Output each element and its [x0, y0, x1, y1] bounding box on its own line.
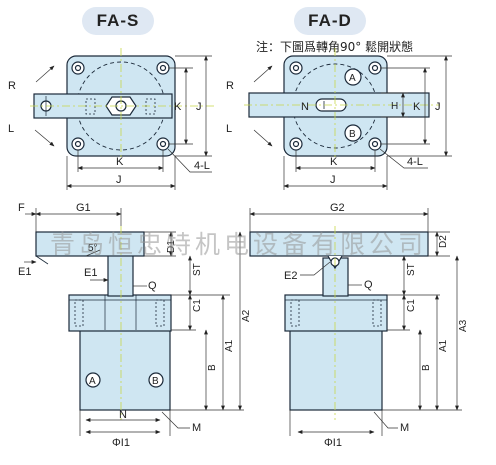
label-a1: A1: [438, 339, 449, 352]
fa-s-clamp-arm: [33, 93, 173, 119]
fa-d-mount-hole-br: [368, 137, 382, 151]
label-e2: E2: [284, 270, 297, 282]
fa-s-rotate-l-arrow: [34, 129, 55, 147]
label-f: F: [18, 202, 25, 214]
fa-s-side-dimensions: [24, 208, 244, 436]
label-port-a: A: [89, 376, 96, 387]
fa-d-mount-hole-tl: [289, 61, 303, 75]
watermark-text: 青岛恒忠特机电设备有限公司: [50, 230, 428, 259]
label-j-right: J: [196, 101, 202, 113]
fa-s-m-leader: [161, 411, 190, 429]
fa-d-port-a: [344, 68, 362, 86]
label-q: Q: [148, 280, 157, 292]
label-phi-i1: ΦI1: [324, 437, 342, 449]
fa-d-top-view: [248, 55, 430, 157]
label-a2: A2: [241, 309, 252, 322]
fa-s-mount-hole-tl: [71, 61, 85, 75]
title-fa-s: FA-S: [82, 7, 154, 35]
label-m: M: [400, 422, 409, 434]
fa-s-cylinder-body: [79, 329, 171, 411]
label-l: L: [8, 123, 14, 135]
fa-s-mount-hole-bl: [71, 137, 85, 151]
label-g1: G1: [76, 202, 91, 214]
fa-s-side-labels: F G1 D1 5° E1 E1 Q ST C1 B A1 A2 A B N Φ…: [18, 202, 252, 449]
fa-d-centerlines: [244, 48, 440, 160]
label-d2: D2: [438, 235, 449, 248]
label-k-right: K: [413, 101, 421, 113]
fa-s-top-labels: R L K J K J 4-L: [8, 80, 210, 186]
label-a3: A3: [458, 319, 469, 332]
fa-s-clamp-arm-side: [35, 231, 145, 257]
label-4-l: 4-L: [194, 160, 210, 172]
fa-d-4l-leader: [379, 148, 428, 169]
label-m: M: [192, 422, 201, 434]
label-l: L: [226, 123, 232, 135]
label-port-b: B: [152, 376, 159, 387]
fa-s-top-dimensions: [34, 55, 212, 190]
label-4-l: 4-L: [407, 156, 423, 168]
fa-d-e2-leader: [300, 261, 331, 276]
note-text: 注：下圖爲轉角90° 鬆開狀態: [256, 40, 414, 54]
fa-d-flange-block: [284, 294, 388, 332]
fa-s-4l-leader: [167, 148, 212, 173]
fa-s-mount-hole-br: [156, 137, 170, 151]
fa-s-side-view: [35, 231, 172, 411]
label-st: ST: [406, 263, 417, 276]
fa-d-side-dimensions: [249, 208, 462, 436]
fa-s-flange-block: [68, 294, 172, 332]
fa-d-m-leader: [373, 411, 398, 429]
label-h: H: [391, 101, 398, 112]
label-phi-i1: ΦI1: [112, 437, 130, 449]
fa-d-top-dimensions: [253, 55, 452, 190]
fa-s-rotate-r-arrow: [35, 65, 55, 83]
fa-s-centerlines: [30, 48, 215, 160]
label-r: R: [8, 80, 16, 92]
fa-d-side-labels: G2 D2 E2 Q ST C1 B A1 A3 ΦI1 M: [284, 202, 469, 449]
fa-d-rotate-l-arrow: [253, 129, 273, 147]
fa-d-mount-hole-bl: [289, 137, 303, 151]
fa-s-port-b: [148, 372, 164, 388]
fa-s-mount-hole-tr: [156, 61, 170, 75]
label-k-bottom: K: [330, 156, 338, 168]
label-a1: A1: [224, 339, 235, 352]
fa-s-port-a: [85, 372, 101, 388]
fa-d-cylinder-body: [289, 329, 383, 411]
label-k-right: K: [174, 101, 182, 113]
label-g2: G2: [330, 202, 345, 214]
fa-d-rotate-r-arrow: [253, 65, 273, 83]
label-n: N: [119, 409, 127, 421]
label-b: B: [207, 364, 218, 371]
label-angle: 5°: [88, 243, 98, 254]
label-e1-mid: E1: [84, 267, 97, 279]
label-c1: C1: [406, 299, 417, 312]
label-d1: D1: [166, 240, 177, 253]
label-port-a: A: [349, 73, 356, 84]
label-c1: C1: [192, 299, 203, 312]
label-e1-side: E1: [18, 266, 31, 278]
fa-d-port-b: [344, 124, 362, 142]
fa-d-top-labels: R L A B N H K J K J 4-L: [226, 73, 441, 186]
label-j-right: J: [435, 101, 441, 113]
label-b: B: [421, 364, 432, 371]
label-st: ST: [192, 263, 203, 276]
label-q: Q: [364, 279, 373, 291]
label-r: R: [226, 80, 234, 92]
label-j-bottom: J: [116, 174, 122, 186]
label-n: N: [301, 101, 309, 113]
title-fa-d: FA-D: [294, 7, 366, 35]
label-k-bottom: K: [116, 156, 124, 168]
fa-d-side-view: [249, 231, 429, 411]
label-port-b: B: [349, 129, 356, 140]
fa-d-mount-hole-tr: [368, 61, 382, 75]
label-j-bottom: J: [330, 174, 336, 186]
